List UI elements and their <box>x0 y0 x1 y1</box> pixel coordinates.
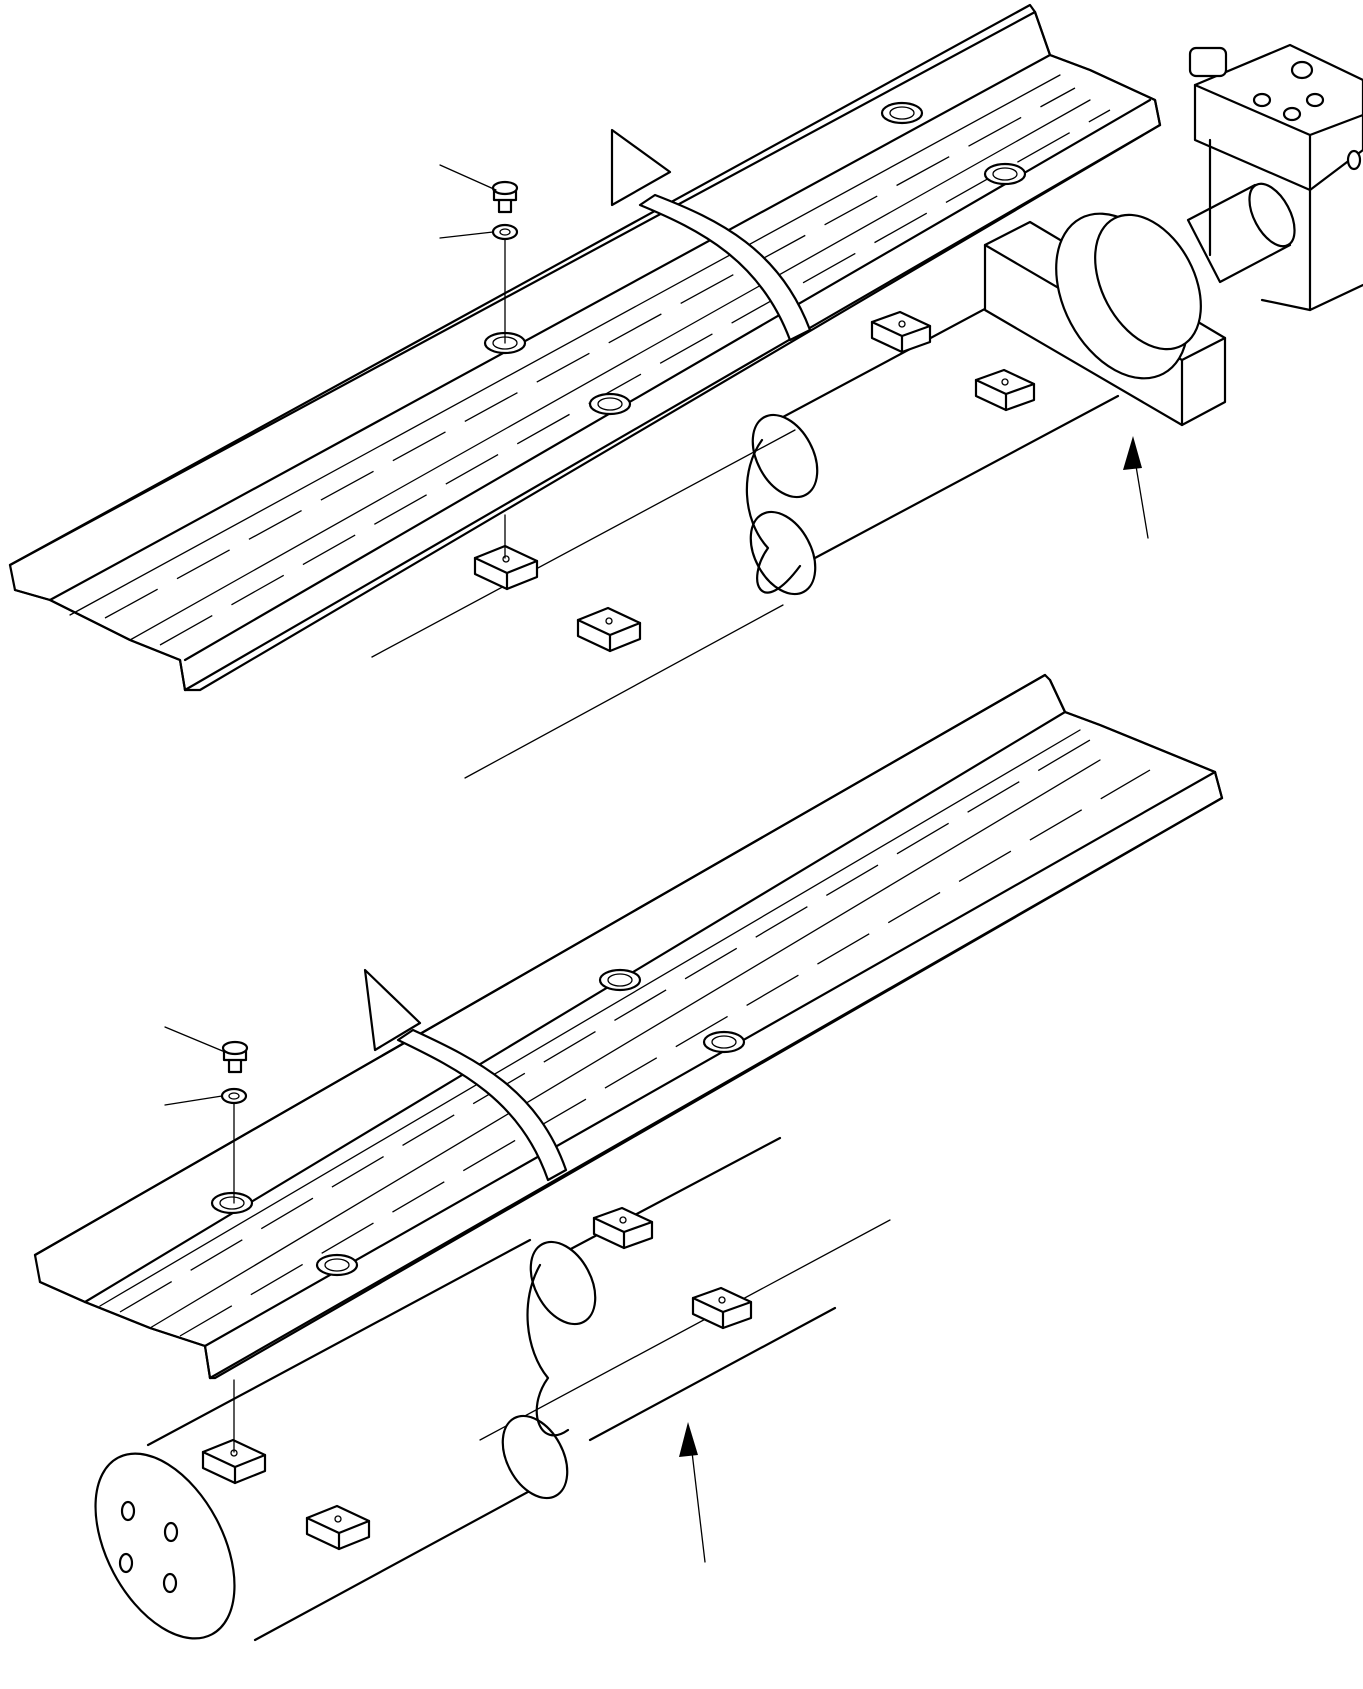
upper-washer <box>491 223 519 241</box>
upper-pad-4 <box>576 606 642 653</box>
upper-cylinder <box>371 256 1120 779</box>
upper-assembly <box>8 3 1363 779</box>
upper-valve-block <box>1188 43 1363 312</box>
lower-bolt <box>221 1040 249 1074</box>
lower-pad-2 <box>691 1286 753 1330</box>
upper-break-band <box>638 193 812 342</box>
lower-wedge <box>363 968 422 1052</box>
upper-pad-2 <box>974 368 1036 412</box>
lower-break-band <box>396 1028 568 1182</box>
upper-pad-1 <box>870 310 932 354</box>
upper-bolt <box>491 180 519 214</box>
lower-cylinder-end-cap <box>94 1452 236 1640</box>
upper-washer-leader <box>439 231 494 239</box>
lower-pad-1 <box>592 1206 654 1250</box>
lower-pad-4 <box>305 1504 371 1551</box>
lower-arrow-head <box>679 1422 698 1457</box>
lower-arrow-shaft <box>689 1434 706 1563</box>
lower-assembly <box>33 673 1224 1642</box>
lower-cylinder <box>94 1049 891 1642</box>
upper-channel-cover <box>8 3 1162 692</box>
lower-washer <box>220 1087 248 1105</box>
lower-channel-cover <box>33 673 1224 1380</box>
lower-washer-leader <box>164 1095 223 1106</box>
upper-arrow-head <box>1123 436 1142 470</box>
lower-bolt-leader <box>164 1026 226 1053</box>
lower-pad-3 <box>201 1438 267 1485</box>
upper-pad-3 <box>473 544 539 591</box>
upper-bolt-leader <box>439 164 497 191</box>
upper-wedge <box>610 128 672 207</box>
upper-cylinder-head <box>983 182 1296 427</box>
